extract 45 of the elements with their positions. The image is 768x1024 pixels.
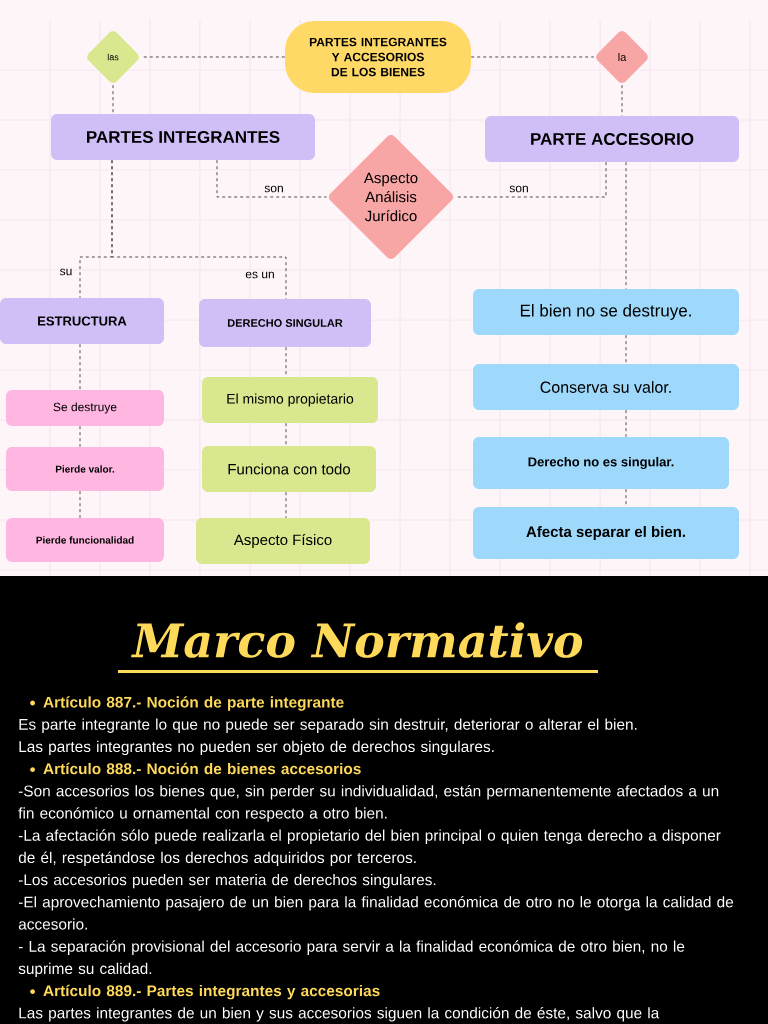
item-box: Se destruye — [6, 390, 164, 426]
article-heading: Artículo 888.- Noción de bienes accesorios — [30, 762, 361, 775]
article-heading: Artículo 889.- Partes integrantes y accesorias — [30, 984, 380, 1000]
connector-line — [621, 84, 623, 117]
item-box: Funciona con todo — [202, 446, 376, 492]
paragraph: Las partes integrantes no pueden ser objeto de derechos singulares. — [19, 740, 494, 756]
item-box: Pierde valor. — [6, 447, 164, 491]
article-heading: Artículo 887.- Noción de parte integrante — [30, 696, 344, 711]
connector-line — [112, 84, 114, 115]
paragraph: -El aprovechamiento pasajero de un bien para la finalidad económica de otro no le otorga la calidad de accesorio. — [18, 895, 734, 930]
title-box: PARTES INTEGRANTES Y ACCESORIOS DE LOS BIENES — [285, 21, 471, 93]
edge-label: son — [263, 184, 285, 194]
edge-label: es un — [244, 270, 276, 280]
category-box: DERECHO SINGULAR — [199, 299, 371, 347]
connector-line — [111, 159, 287, 300]
item-box: Pierde funcionalidad — [6, 518, 164, 562]
paragraph: -Los accesorios pueden ser materia de derechos singulares. — [18, 873, 436, 889]
connector-line — [216, 159, 327, 198]
connector-line — [625, 334, 627, 365]
connector-line — [79, 490, 81, 519]
connector-line — [470, 56, 595, 58]
edge-label: son — [508, 184, 530, 194]
connector-line — [285, 491, 287, 519]
item-box: El bien no se destruye. — [473, 289, 739, 335]
connector-line — [625, 161, 627, 290]
paragraph: -Son accesorios los bienes que, sin perder su individualidad, están permanentemente afectados a un fin económico u ornamental con respecto a otro bien. — [18, 784, 719, 822]
category-box: PARTES INTEGRANTES — [51, 114, 315, 160]
paragraph: -La afectación sólo puede realizarla el propietario del bien principal o quien tenga derecho a disponer de él, respetándose los derechos adquiridos por terceros. — [18, 829, 721, 867]
connector-line — [625, 409, 627, 438]
paragraph: Es parte integrante lo que no puede ser separado sin destruir, deteriorar o alterar el bien. — [19, 718, 637, 733]
paragraph: Las partes integrantes de un bien y sus accesorios siguen la condición de éste, salvo que la — [19, 1006, 660, 1022]
category-box: PARTE ACCESORIO — [485, 116, 739, 162]
paragraph: - La separación provisional del accesorio para servir a la finalidad económica de otro bien, no le suprime su calidad. — [18, 940, 685, 978]
item-box: El mismo propietario — [202, 377, 378, 423]
item-box: Conserva su valor. — [473, 364, 739, 410]
connector-line — [455, 161, 607, 198]
category-box: ESTRUCTURA — [0, 298, 164, 344]
item-box: Aspecto Físico — [196, 518, 370, 564]
item-box: Derecho no es singular. — [473, 437, 729, 489]
connector-line — [79, 343, 81, 391]
edge-label: su — [58, 267, 74, 277]
connector-line — [79, 425, 81, 448]
section-heading: Marco Normativo — [118, 622, 598, 673]
connector-line — [285, 422, 287, 447]
item-box: Afecta separar el bien. — [473, 507, 739, 559]
